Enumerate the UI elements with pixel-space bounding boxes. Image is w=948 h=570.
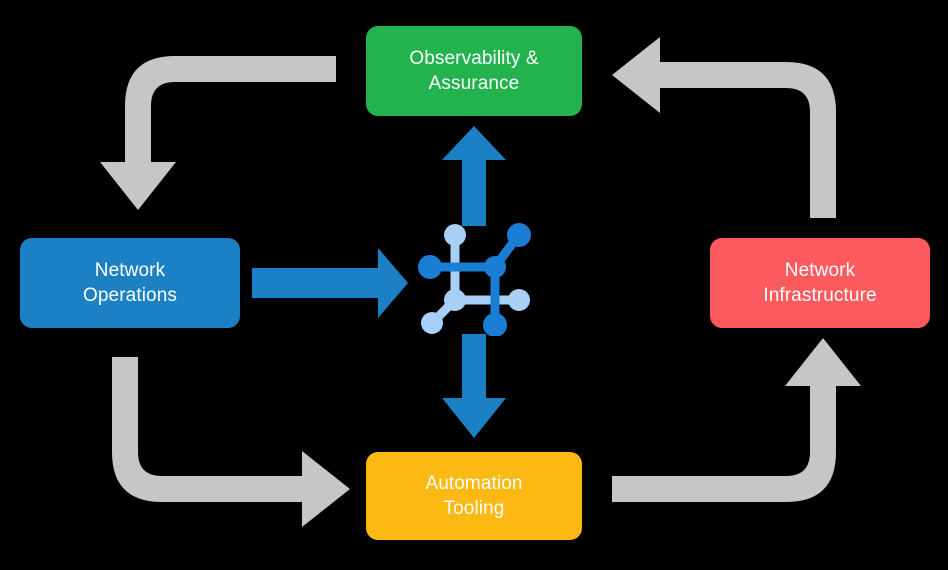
box-network-infrastructure-label: Network Infrastructure [763,259,877,306]
graph-node-hub [484,256,506,278]
arrow-operations-to-automation [112,357,350,527]
arrow-center-to-automation [442,334,506,438]
graph-node-left [418,255,442,279]
box-network-operations[interactable]: Network Operations [20,238,240,328]
box-automation-tooling[interactable]: Automation Tooling [366,452,582,540]
box-observability-assurance[interactable]: Observability & Assurance [366,26,582,116]
arrow-automation-to-infrastructure [612,338,861,502]
box-automation-tooling-label: Automation Tooling [425,472,523,519]
box-network-infrastructure[interactable]: Network Infrastructure [710,238,930,328]
graph-node-bottom [483,313,507,336]
network-graph-icon [418,223,531,336]
box-observability-assurance-label: Observability & Assurance [409,47,539,94]
graph-node-right [508,289,530,311]
arrow-infrastructure-to-observability [612,37,836,218]
graph-node-top-left [444,224,466,246]
graph-node-mid-left [444,289,466,311]
box-network-operations-label: Network Operations [83,259,177,306]
graph-node-top-right [507,223,531,247]
arrow-center-to-observability [442,126,506,226]
graph-node-bottom-left [421,312,443,334]
arrow-observability-to-operations [100,56,336,210]
arrow-operations-to-center [252,248,408,318]
